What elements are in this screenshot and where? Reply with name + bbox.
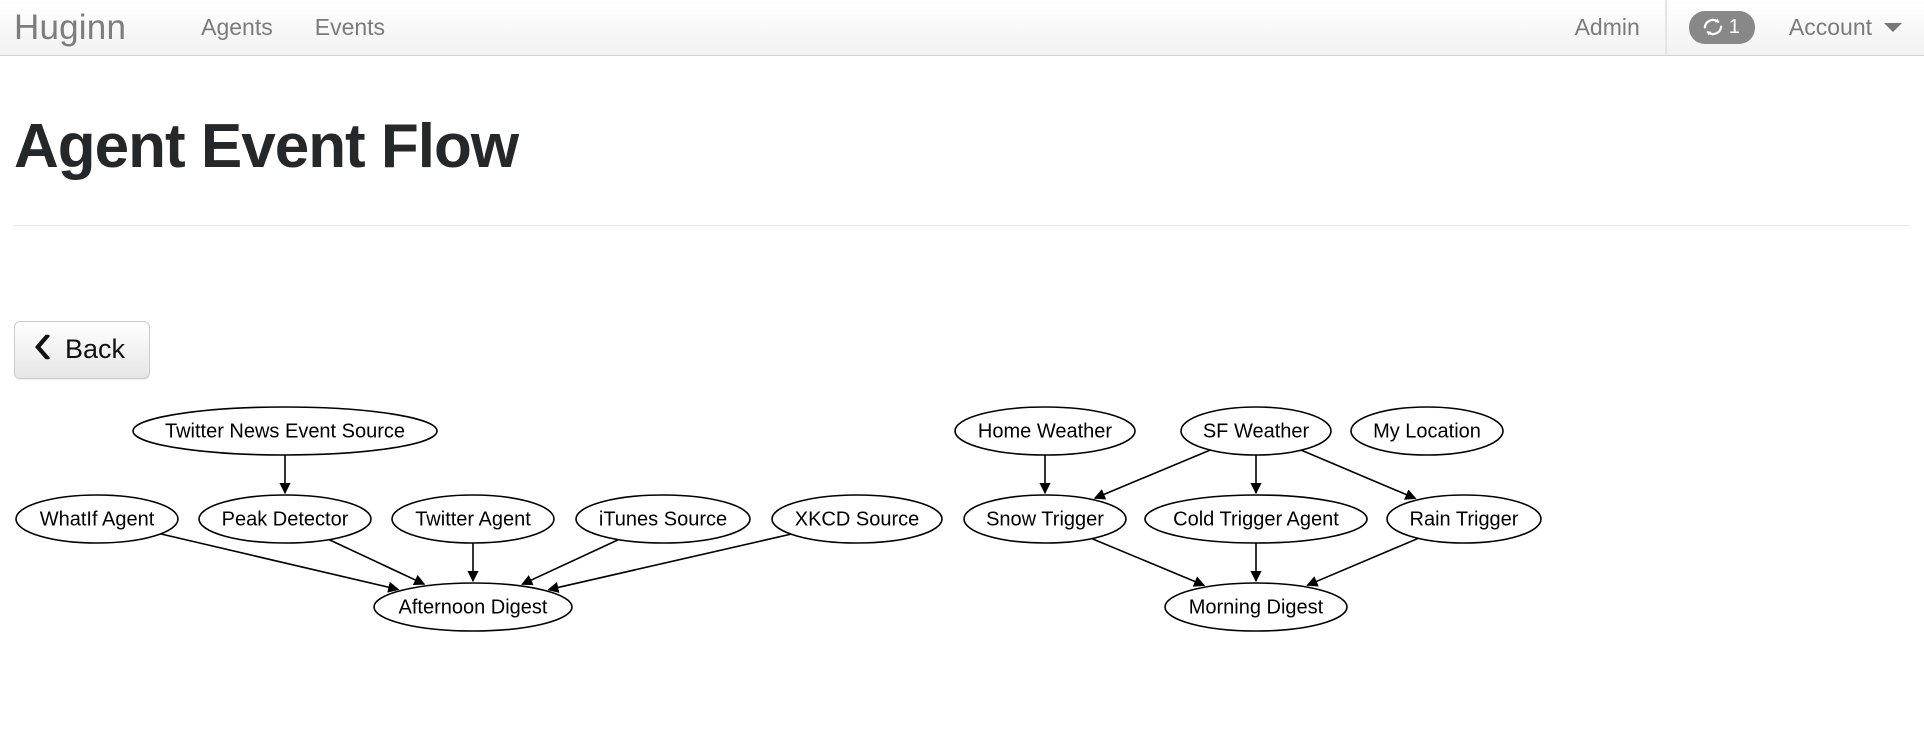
worker-count: 1 xyxy=(1728,16,1740,38)
graph-edge-itunes_source-to-afternoon_digest xyxy=(521,538,619,586)
graph-node-snow_trigger[interactable]: Snow Trigger xyxy=(963,494,1127,544)
flow-svg: Twitter News Event Source Home Weather SF … xyxy=(15,406,1542,632)
chevron-down-icon xyxy=(1884,23,1902,32)
nav-link-events[interactable]: Events xyxy=(314,14,386,40)
graph-node-whatif_agent[interactable]: WhatIf Agent xyxy=(15,494,179,544)
page-container: Agent Event Flow Back Twitter News Event… xyxy=(0,56,1924,632)
back-button[interactable]: Back xyxy=(14,321,151,379)
graph-edge-snow_trigger-to-morning_digest xyxy=(1091,537,1206,587)
primary-nav: Agents Events xyxy=(180,0,406,55)
graph-edge-whatif_agent-to-afternoon_digest xyxy=(160,533,400,593)
title-divider xyxy=(14,225,1910,227)
nav-link-agents[interactable]: Agents xyxy=(201,14,273,40)
chevron-left-icon xyxy=(35,334,52,365)
node-label: Home Weather xyxy=(978,420,1112,442)
node-ellipse xyxy=(132,406,438,456)
node-label: XKCD Source xyxy=(795,508,920,530)
node-ellipse xyxy=(1350,406,1504,456)
graph-node-my_location[interactable]: My Location xyxy=(1350,406,1504,456)
node-label: Snow Trigger xyxy=(986,508,1104,530)
node-ellipse xyxy=(198,494,372,544)
node-ellipse xyxy=(575,494,751,544)
graph-edge-sf_weather-to-snow_trigger xyxy=(1093,449,1211,500)
worker-status-cell[interactable]: 1 xyxy=(1667,0,1777,55)
graph-node-sf_weather[interactable]: SF Weather xyxy=(1180,406,1332,456)
node-label: Peak Detector xyxy=(222,508,349,530)
graph-edges xyxy=(160,449,1419,593)
graph-node-twitter_agent[interactable]: Twitter Agent xyxy=(391,494,555,544)
graph-edge-peak_detector-to-afternoon_digest xyxy=(328,538,426,585)
node-label: Afternoon Digest xyxy=(399,596,548,618)
graph-node-afternoon_digest[interactable]: Afternoon Digest xyxy=(373,582,573,632)
graph-node-home_weather[interactable]: Home Weather xyxy=(954,406,1136,456)
graph-node-twitter_news_event_source[interactable]: Twitter News Event Source xyxy=(132,406,438,456)
node-label: WhatIf Agent xyxy=(40,508,155,530)
node-label: My Location xyxy=(1373,420,1481,442)
graph-edge-xkcd_source-to-afternoon_digest xyxy=(547,533,792,593)
node-label: Twitter News Event Source xyxy=(165,420,405,442)
back-button-label: Back xyxy=(65,334,126,364)
navbar-divider xyxy=(1664,0,1667,55)
node-ellipse xyxy=(954,406,1136,456)
graph-node-peak_detector[interactable]: Peak Detector xyxy=(198,494,372,544)
worker-status-badge[interactable]: 1 xyxy=(1688,11,1755,44)
graph-edge-rain_trigger-to-morning_digest xyxy=(1306,537,1419,587)
nav-link-admin[interactable]: Admin xyxy=(1574,14,1640,40)
node-ellipse xyxy=(373,582,573,632)
node-label: Twitter Agent xyxy=(415,508,531,530)
graph-node-xkcd_source[interactable]: XKCD Source xyxy=(771,494,943,544)
account-menu-label: Account xyxy=(1788,14,1872,40)
secondary-nav: Admin 1 Account xyxy=(1550,0,1924,55)
node-ellipse xyxy=(1144,494,1368,544)
top-navbar: Huginn Agents Events Admin 1 Account xyxy=(0,0,1924,56)
node-label: Morning Digest xyxy=(1189,596,1324,618)
node-ellipse xyxy=(1386,494,1542,544)
graph-nodes: Twitter News Event Source Home Weather SF … xyxy=(15,406,1542,632)
node-ellipse xyxy=(15,494,179,544)
graph-node-rain_trigger[interactable]: Rain Trigger xyxy=(1386,494,1542,544)
page-title: Agent Event Flow xyxy=(14,112,519,181)
node-ellipse xyxy=(1180,406,1332,456)
node-ellipse xyxy=(771,494,943,544)
navbar-spacer xyxy=(406,0,1550,55)
account-menu[interactable]: Account xyxy=(1777,0,1924,55)
node-label: Cold Trigger Agent xyxy=(1173,508,1339,530)
node-ellipse xyxy=(1164,582,1348,632)
agent-event-flow-graph: Twitter News Event Source Home Weather SF … xyxy=(0,386,1924,676)
brand-logo[interactable]: Huginn xyxy=(14,8,127,47)
node-label: SF Weather xyxy=(1203,420,1310,442)
graph-node-itunes_source[interactable]: iTunes Source xyxy=(575,494,751,544)
refresh-icon xyxy=(1702,16,1724,38)
node-ellipse xyxy=(963,494,1127,544)
graph-node-cold_trigger_agent[interactable]: Cold Trigger Agent xyxy=(1144,494,1368,544)
graph-node-morning_digest[interactable]: Morning Digest xyxy=(1164,582,1348,632)
node-label: iTunes Source xyxy=(599,508,727,530)
node-ellipse xyxy=(391,494,555,544)
node-label: Rain Trigger xyxy=(1410,508,1519,530)
graph-edge-sf_weather-to-rain_trigger xyxy=(1300,449,1417,500)
